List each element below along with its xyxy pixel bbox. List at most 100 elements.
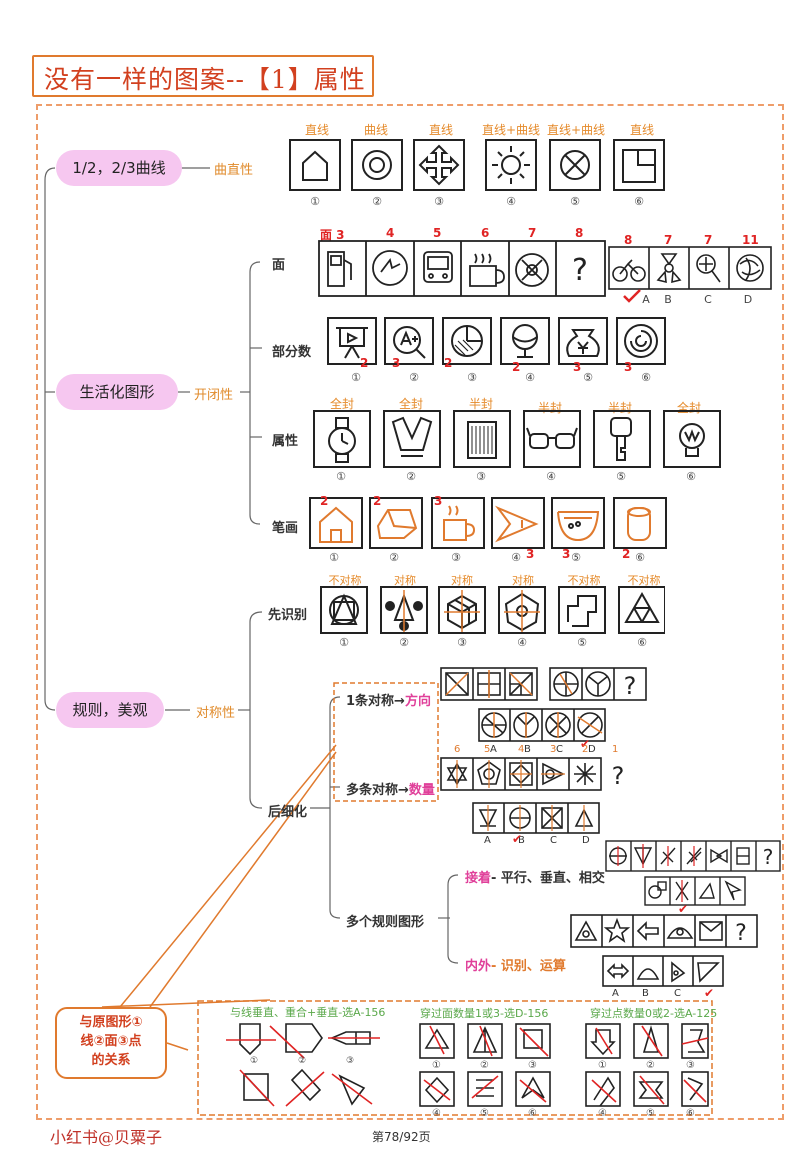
face-count-5: 7 bbox=[528, 226, 537, 240]
parts-num-6: ⑥ bbox=[641, 371, 651, 384]
stroke-num-6: ⑥ bbox=[635, 551, 645, 564]
row-letter-b: B bbox=[518, 835, 525, 846]
id-cap-5: 不对称 bbox=[567, 574, 601, 587]
face-count-3: 5 bbox=[433, 226, 442, 240]
stroke-count-4: 3 bbox=[526, 547, 535, 561]
attr-cap-2: 全封 bbox=[398, 397, 423, 411]
one-axis-emph: 方向 bbox=[404, 694, 431, 709]
inout-rest: - 识别、运算 bbox=[491, 959, 566, 974]
connect-question: ? bbox=[763, 845, 774, 869]
face-opt-count-1: 8 bbox=[624, 233, 633, 247]
label-life: 开闭性 bbox=[194, 388, 234, 403]
num-5: ⑤ bbox=[570, 195, 580, 208]
num-6: ⑥ bbox=[634, 195, 644, 208]
face-option-figures bbox=[608, 246, 772, 290]
parts-num-2: ② bbox=[409, 371, 419, 384]
rel-num-a3: ③ bbox=[528, 1060, 537, 1071]
label-multi-rule: 多个规则图形 bbox=[346, 915, 425, 930]
one-axis-figures: ? bbox=[440, 667, 647, 701]
inout-prefix: 内外 bbox=[465, 959, 492, 974]
attr-cap-3: 半封 bbox=[468, 397, 493, 411]
rel-num-b4: ④ bbox=[598, 1108, 607, 1119]
label-detail: 后细化 bbox=[268, 805, 308, 820]
rel-num-b6: ⑥ bbox=[686, 1108, 695, 1119]
face-question: ? bbox=[572, 253, 588, 288]
num-1: ① bbox=[310, 195, 320, 208]
multi-num-2: 5 bbox=[484, 744, 491, 755]
footer-brand: 小红书@贝粟子 bbox=[50, 1128, 163, 1147]
stroke-num-5: ⑤ bbox=[571, 551, 581, 564]
num-3: ③ bbox=[434, 195, 444, 208]
connect-rest: - 平行、垂直、相交 bbox=[491, 871, 605, 886]
inout-letter-c: C bbox=[674, 988, 681, 999]
connect-prefix: 接着 bbox=[465, 871, 492, 886]
footer-page: 第78/92页 bbox=[372, 1130, 431, 1144]
cap-5: 直线+曲线 bbox=[546, 123, 606, 137]
multi-axis-prefix: 多条对称→ bbox=[346, 783, 409, 798]
label-face: 面 bbox=[272, 258, 286, 273]
attr-cap-1: 全封 bbox=[329, 397, 354, 411]
id-num-1: ① bbox=[339, 636, 349, 649]
stroke-num-1: ① bbox=[329, 551, 339, 564]
title-frame bbox=[32, 55, 374, 97]
label-connect: 接着- 平行、垂直、相交 bbox=[465, 867, 605, 886]
one-axis-prefix: 1条对称→ bbox=[346, 694, 405, 709]
cap-2: 曲线 bbox=[363, 123, 388, 137]
num-2: ② bbox=[372, 195, 382, 208]
label-one-axis: 1条对称→方向 bbox=[346, 690, 431, 709]
face-opt-count-2: 7 bbox=[664, 233, 673, 247]
id-cap-6: 不对称 bbox=[627, 574, 661, 587]
cap-6: 直线 bbox=[629, 123, 654, 137]
callout-line-1: 与原图形① bbox=[79, 1015, 143, 1030]
connect-figures: ? bbox=[605, 840, 781, 872]
content-frame bbox=[36, 104, 784, 1120]
id-cap-4: 对称 bbox=[512, 574, 534, 587]
check-icon-4: ✔ bbox=[678, 902, 689, 916]
stroke-count-6: 2 bbox=[622, 547, 631, 561]
label-parts: 部分数 bbox=[272, 345, 312, 360]
curve-figures bbox=[289, 139, 665, 191]
face-figures: ? bbox=[318, 240, 606, 297]
inout-letter-b: B bbox=[642, 988, 649, 999]
attr-num-5: ⑤ bbox=[616, 470, 626, 483]
cap-1: 直线 bbox=[304, 123, 329, 137]
multi-letter-b: B bbox=[524, 744, 531, 755]
check-icon-2: ✔ bbox=[580, 737, 591, 751]
stroke-count-1: 2 bbox=[320, 494, 329, 508]
parts-count-1: 2 bbox=[360, 356, 369, 370]
row-letter-d: D bbox=[582, 835, 590, 846]
label-identify: 先识别 bbox=[268, 608, 308, 623]
face-opt-count-4: 11 bbox=[742, 233, 759, 247]
label-attr: 属性 bbox=[272, 434, 299, 449]
relation-caption-1: 与线垂直、重合+垂直-选A-156 bbox=[230, 1006, 386, 1019]
num-4: ④ bbox=[506, 195, 516, 208]
stroke-num-2: ② bbox=[389, 551, 399, 564]
attr-num-6: ⑥ bbox=[686, 470, 696, 483]
page-title: 没有一样的图案--【1】属性 bbox=[44, 65, 366, 94]
multi-num-5: 2 bbox=[582, 744, 589, 755]
callout-line-2: 线②面③点 bbox=[80, 1034, 142, 1049]
parts-count-5: 3 bbox=[573, 360, 582, 374]
one-axis-question: ? bbox=[624, 672, 637, 700]
row-letter-c: C bbox=[550, 835, 557, 846]
id-num-6: ⑥ bbox=[637, 636, 647, 649]
parts-count-3: 2 bbox=[444, 356, 453, 370]
label-stroke: 笔画 bbox=[272, 521, 299, 536]
parts-count-6: 3 bbox=[624, 360, 633, 374]
face-count-4: 6 bbox=[481, 226, 490, 240]
callout-line-3: 的关系 bbox=[91, 1053, 131, 1068]
stroke-count-2: 2 bbox=[373, 494, 382, 508]
label-multi-axis: 多条对称→数量 bbox=[346, 779, 435, 798]
parts-count-4: 2 bbox=[512, 360, 521, 374]
cap-3: 直线 bbox=[428, 123, 453, 137]
multi-num-6: 1 bbox=[612, 744, 619, 755]
check-icon bbox=[623, 289, 641, 303]
attr-num-1: ① bbox=[336, 470, 346, 483]
parts-num-3: ③ bbox=[467, 371, 477, 384]
label-rule: 对称性 bbox=[196, 706, 236, 721]
inout-options bbox=[602, 955, 724, 987]
face-opt-letter-c: C bbox=[704, 293, 712, 306]
attr-num-4: ④ bbox=[546, 470, 556, 483]
rel-num-b5: ⑤ bbox=[646, 1108, 655, 1119]
relation-callout: 与原图形① 线②面③点 的关系 bbox=[55, 1007, 167, 1079]
